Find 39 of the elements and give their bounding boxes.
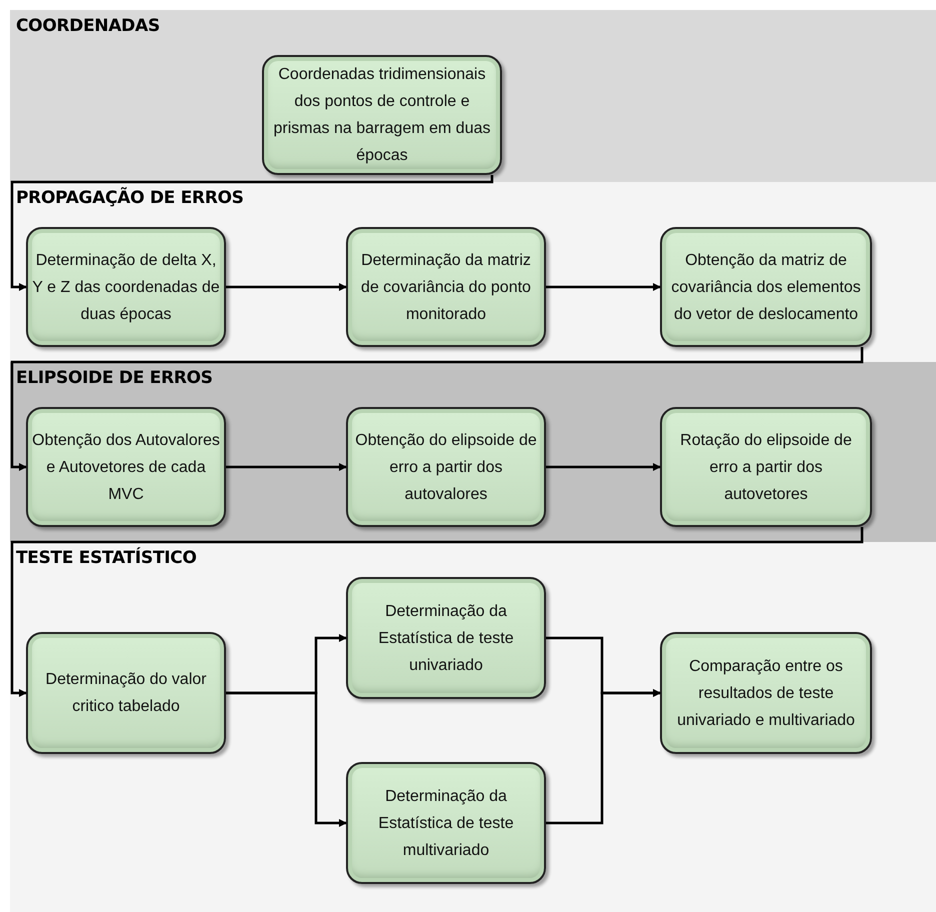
section-heading: COORDENADAS [16,15,160,38]
section-band [10,542,936,912]
arrow [546,463,661,471]
arrow [10,347,864,471]
section-band [10,10,936,182]
box-text: Comparação entre os resultados de teste univariado e multivariado [676,656,856,730]
box-text: Determinação da matriz de covariância do ponto monitorado [360,250,532,324]
process-box [26,227,226,347]
process-box [660,227,872,347]
arrow [546,283,661,291]
arrow [226,463,347,471]
section-band [10,182,936,362]
section-heading: TESTE ESTATÍSTICO [16,546,196,570]
section-band [10,362,936,542]
box-text: Obtenção do elipsoide de erro a partir dos autovalores [354,430,538,504]
process-box [346,407,546,527]
arrow [226,283,347,291]
box-text: Obtenção da matriz de covariância dos elementos do vetor de deslocamento [670,250,862,324]
process-box [660,632,872,754]
process-box [660,407,872,527]
box-text: Determinação da Estatística de teste univariado [377,602,515,676]
process-box [26,632,226,754]
arrow [546,689,661,824]
process-box [346,227,546,347]
box-text: Determinação do valor critico tabelado [44,670,208,717]
section-heading: ELIPSOIDE DE ERROS [16,367,213,390]
box-text: Obtenção dos Autovalores e Autovetores de cada MVC [32,430,220,504]
box-text: Rotação do elipsoide de erro a partir dos autovetores [679,430,853,504]
process-box [26,407,226,527]
arrow [10,175,494,291]
box-text: Determinação de delta X, Y e Z das coordenadas de duas épocas [32,250,220,324]
section-heading: PROPAGAÇÃO DE ERROS [16,186,244,210]
box-text: Determinação da Estatística de teste multivariado [377,786,515,860]
box-text: Coordenadas tridimensionais dos pontos de controle e prismas na barragem em duas épocas [272,65,492,166]
process-box [346,577,546,699]
arrow [226,692,347,827]
process-box [346,762,546,884]
arrow [10,527,864,697]
process-box [262,55,502,175]
